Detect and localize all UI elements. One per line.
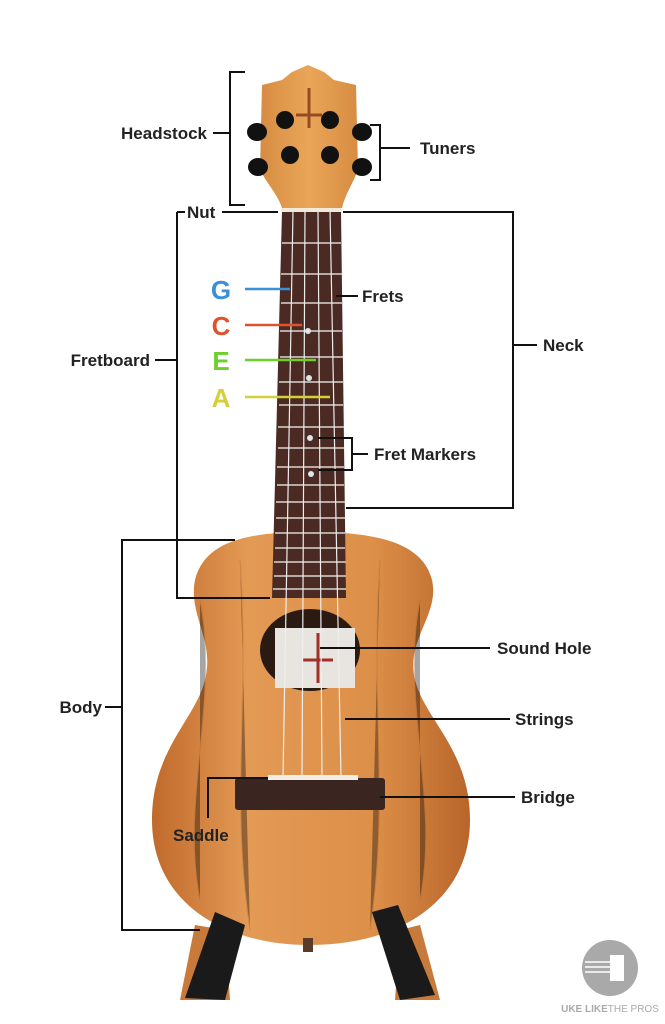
label-body: Body (60, 698, 103, 717)
tuner-pegs (247, 111, 372, 176)
sound-hole-label (275, 628, 355, 688)
svg-text:UKE LIKETHE PROS: UKE LIKETHE PROS (561, 1004, 659, 1015)
saddle (268, 775, 358, 780)
label-sound-hole: Sound Hole (497, 639, 591, 658)
string-note-g: G (211, 275, 231, 305)
label-tuners: Tuners (420, 139, 475, 158)
logo-text-light: THE PROS (608, 1004, 659, 1015)
label-bridge: Bridge (521, 788, 575, 807)
uke-like-the-pros-logo: UKE LIKETHE PROS (561, 940, 659, 1015)
stand-leg-left (185, 912, 245, 1000)
logo-text-bold: UKE LIKE (561, 1004, 608, 1015)
string-note-e: E (212, 346, 229, 376)
label-saddle: Saddle (173, 826, 229, 845)
label-strings: Strings (515, 710, 574, 729)
string-note-c: C (212, 311, 231, 341)
string-note-a: A (212, 383, 231, 413)
headstock (260, 65, 358, 208)
label-frets: Frets (362, 287, 404, 306)
nut (281, 208, 342, 212)
fret-marker-dots (305, 328, 314, 477)
stand-leg-right (372, 905, 435, 1000)
label-neck: Neck (543, 336, 584, 355)
strings (282, 209, 342, 779)
bridge (235, 778, 385, 810)
label-nut: Nut (187, 203, 216, 222)
headstock-logo (296, 88, 322, 128)
label-fretboard: Fretboard (71, 351, 150, 370)
ukulele-body (152, 532, 470, 945)
callout-lines (105, 71, 537, 931)
wood-grain (193, 559, 427, 931)
label-fret-markers: Fret Markers (374, 445, 476, 464)
label-headstock: Headstock (121, 124, 208, 143)
